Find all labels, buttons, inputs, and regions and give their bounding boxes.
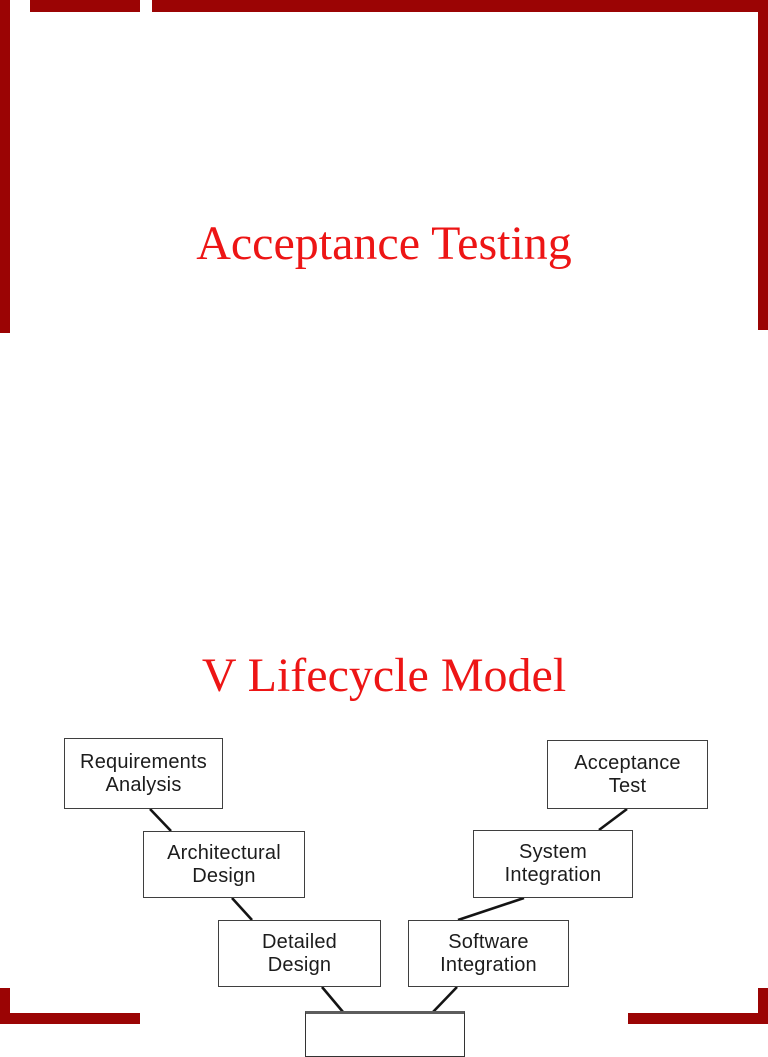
box-label-line: Test [608, 774, 647, 797]
viewer-edge-mark-bottom-right-segment [628, 1013, 768, 1024]
box-label-line: Design [192, 864, 256, 887]
box-label-line: Acceptance [574, 751, 681, 774]
viewer-edge-mark-right-top [758, 0, 768, 330]
box-detailed-design: Detailed Design [218, 920, 381, 987]
viewer-edge-mark-left-bottom [0, 988, 10, 1024]
connector-system-to-software [457, 896, 525, 922]
slide-title-acceptance-testing: Acceptance Testing [196, 217, 572, 270]
box-label-line: Detailed [262, 930, 337, 953]
slide-title-v-lifecycle-model: V Lifecycle Model [201, 649, 567, 702]
box-software-integration: Software Integration [408, 920, 569, 987]
viewer-edge-mark-top-right-segment [152, 0, 768, 12]
box-bottom-cutoff [305, 1011, 465, 1057]
box-acceptance-test: Acceptance Test [547, 740, 708, 809]
box-system-integration: System Integration [473, 830, 633, 898]
vmodel-connector-lines [149, 807, 628, 1013]
box-requirements-analysis: Requirements Analysis [64, 738, 223, 809]
viewer-edge-mark-bottom-left-segment [0, 1013, 140, 1024]
box-label-line: Requirements [80, 750, 207, 773]
connector-software-to-bottom [432, 986, 458, 1013]
box-label-line: Design [267, 953, 332, 976]
connector-architectural-to-detailed [231, 897, 253, 921]
viewer-edge-mark-left-top [0, 0, 10, 333]
box-label-line: Integration [504, 864, 602, 886]
connector-detailed-to-bottom [321, 986, 344, 1013]
box-label-line: Architectural [167, 841, 281, 864]
box-label-line: Software [448, 930, 529, 953]
viewer-edge-mark-right-bottom [758, 988, 768, 1024]
box-label-line: System [519, 841, 587, 863]
box-label-line: Integration [440, 953, 537, 976]
box-architectural-design: Architectural Design [143, 831, 305, 898]
viewer-edge-mark-top-left-segment [30, 0, 140, 12]
connector-requirements-to-architectural [149, 808, 172, 832]
connector-acceptance-to-system [598, 807, 628, 832]
box-label-line: Analysis [105, 773, 182, 796]
